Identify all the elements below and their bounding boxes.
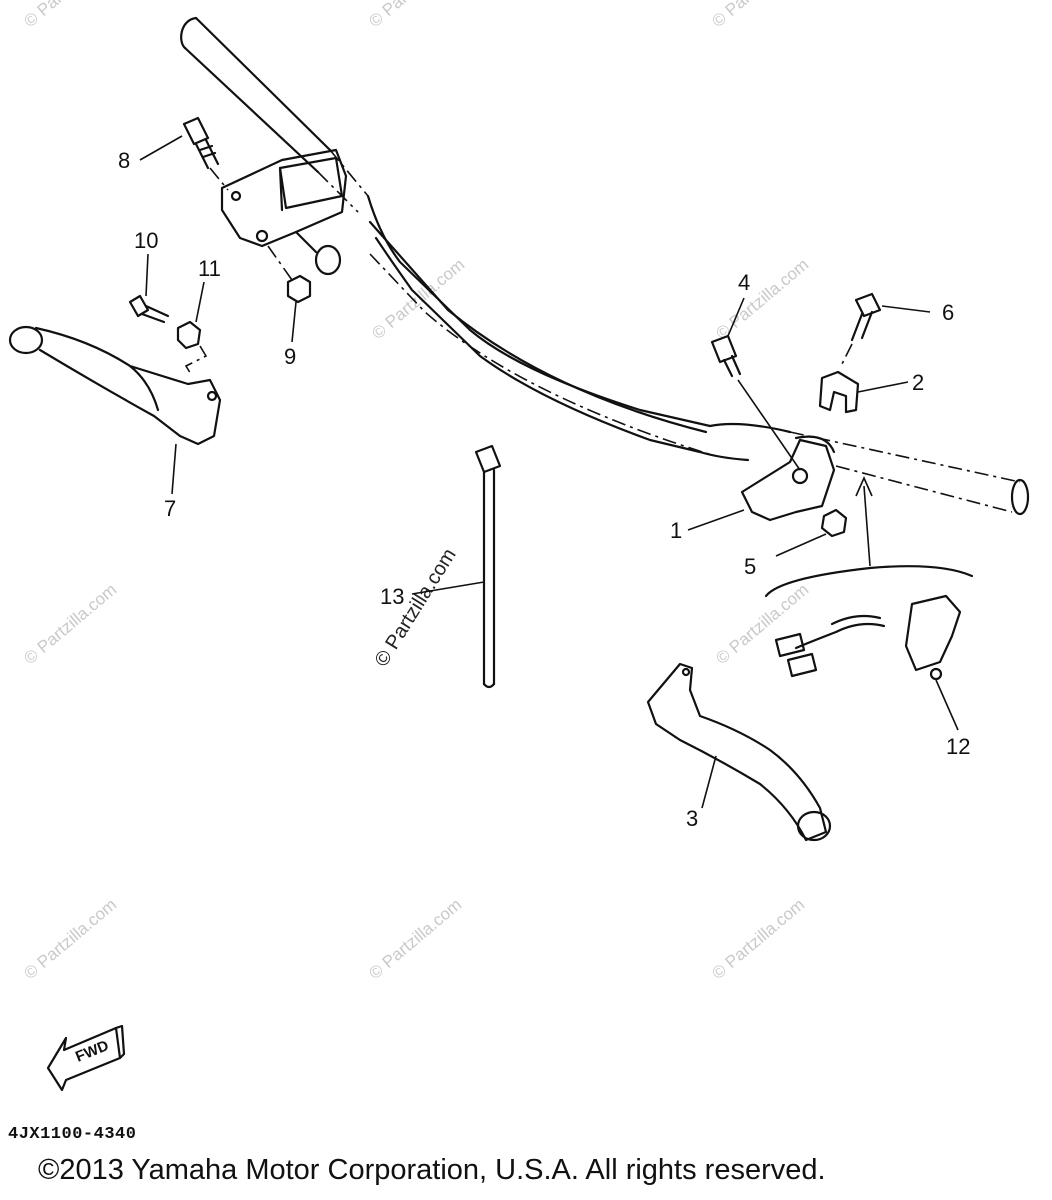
switch-12	[764, 476, 974, 731]
callout-11: 11	[198, 256, 221, 281]
callout-10: 10	[134, 228, 158, 253]
lever-holder-1	[687, 435, 836, 531]
watermark: © Partzilla.com	[20, 0, 120, 31]
callout-1: 1	[670, 518, 682, 543]
watermark: © Partzilla.com	[712, 580, 812, 668]
clamp-2	[818, 370, 909, 414]
callout-6: 6	[942, 300, 954, 325]
bolt-8	[139, 116, 229, 191]
callout-3: 3	[686, 806, 698, 831]
nut-9	[267, 245, 312, 343]
callout-13: 13	[380, 584, 404, 609]
bolt-4	[710, 297, 801, 471]
nut-5	[775, 508, 848, 557]
clutch-lever-3	[646, 662, 832, 842]
brake-lever-7	[8, 325, 222, 495]
watermark: © Partzilla.com	[20, 580, 120, 668]
callout-5: 5	[744, 554, 756, 579]
handlebar	[180, 16, 1030, 516]
callout-8: 8	[118, 148, 130, 173]
watermark: © Partzilla.com	[365, 895, 465, 983]
bolt-6	[839, 292, 931, 369]
callout-2: 2	[912, 370, 924, 395]
bolt-10	[128, 253, 170, 324]
callout-7: 7	[164, 496, 176, 521]
forward-arrow-icon: FWD	[46, 1024, 126, 1092]
watermark: © Partzilla.com	[365, 0, 465, 31]
copyright-notice: ©2013 Yamaha Motor Corporation, U.S.A. A…	[38, 1154, 826, 1186]
watermark: © Partzilla.com	[712, 255, 812, 343]
diagram-code: 4JX1100-4340	[8, 1125, 137, 1144]
master-cylinder	[220, 148, 348, 276]
callout-9: 9	[284, 344, 296, 369]
fwd-label: FWD	[73, 1037, 111, 1066]
callout-4: 4	[738, 270, 750, 295]
callout-numbers: 1 2 3 4 5 6 7 8 9 10 11 12 13	[118, 148, 970, 831]
watermark: © Partzilla.com	[708, 895, 808, 983]
watermark-layer: © Partzilla.com © Partzilla.com © Partzi…	[20, 0, 812, 983]
callout-12: 12	[946, 734, 970, 759]
watermark: © Partzilla.com	[20, 895, 120, 983]
nut-11	[176, 281, 208, 377]
watermark: © Partzilla.com	[708, 0, 808, 31]
cable-tie-13	[411, 444, 502, 689]
